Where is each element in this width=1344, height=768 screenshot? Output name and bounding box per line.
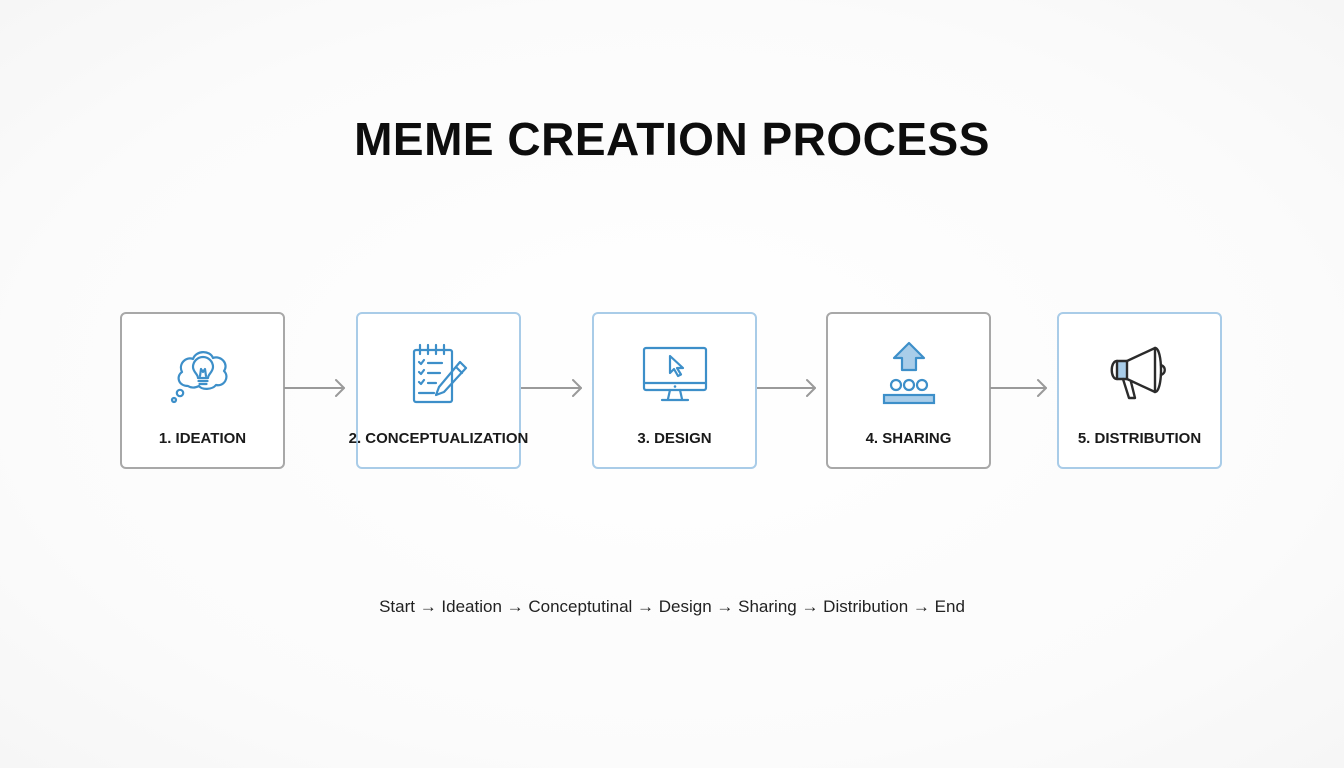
connector-arrow bbox=[990, 376, 1050, 400]
step-ideation: 1. IDEATION bbox=[120, 312, 285, 469]
upload-people-icon bbox=[874, 340, 944, 410]
step-label: 5. DISTRIBUTION bbox=[1077, 430, 1202, 447]
connector-arrow bbox=[284, 376, 348, 400]
connector-arrow bbox=[757, 376, 819, 400]
step-label: 4. SHARING bbox=[865, 430, 952, 447]
lightbulb-thought-icon bbox=[168, 340, 238, 410]
diagram-title: MEME CREATION PROCESS bbox=[354, 113, 990, 165]
connector-arrow bbox=[521, 376, 585, 400]
notepad-pencil-icon bbox=[404, 340, 474, 410]
step-label: 3. DESIGN bbox=[637, 430, 712, 447]
step-distribution: 5. DISTRIBUTION bbox=[1057, 312, 1222, 469]
step-sharing: 4. SHARING bbox=[826, 312, 991, 469]
step-design: 3. DESIGN bbox=[592, 312, 757, 469]
step-conceptualization: 2. CONCEPTUALIZATION bbox=[349, 312, 528, 469]
monitor-cursor-icon bbox=[640, 340, 710, 410]
flow-summary: Start → Ideation → Conceptutinal → Desig… bbox=[379, 597, 965, 616]
megaphone-icon bbox=[1105, 340, 1175, 410]
step-label: 2. CONCEPTUALIZATION bbox=[348, 430, 529, 447]
step-label: 1. IDEATION bbox=[158, 430, 247, 447]
